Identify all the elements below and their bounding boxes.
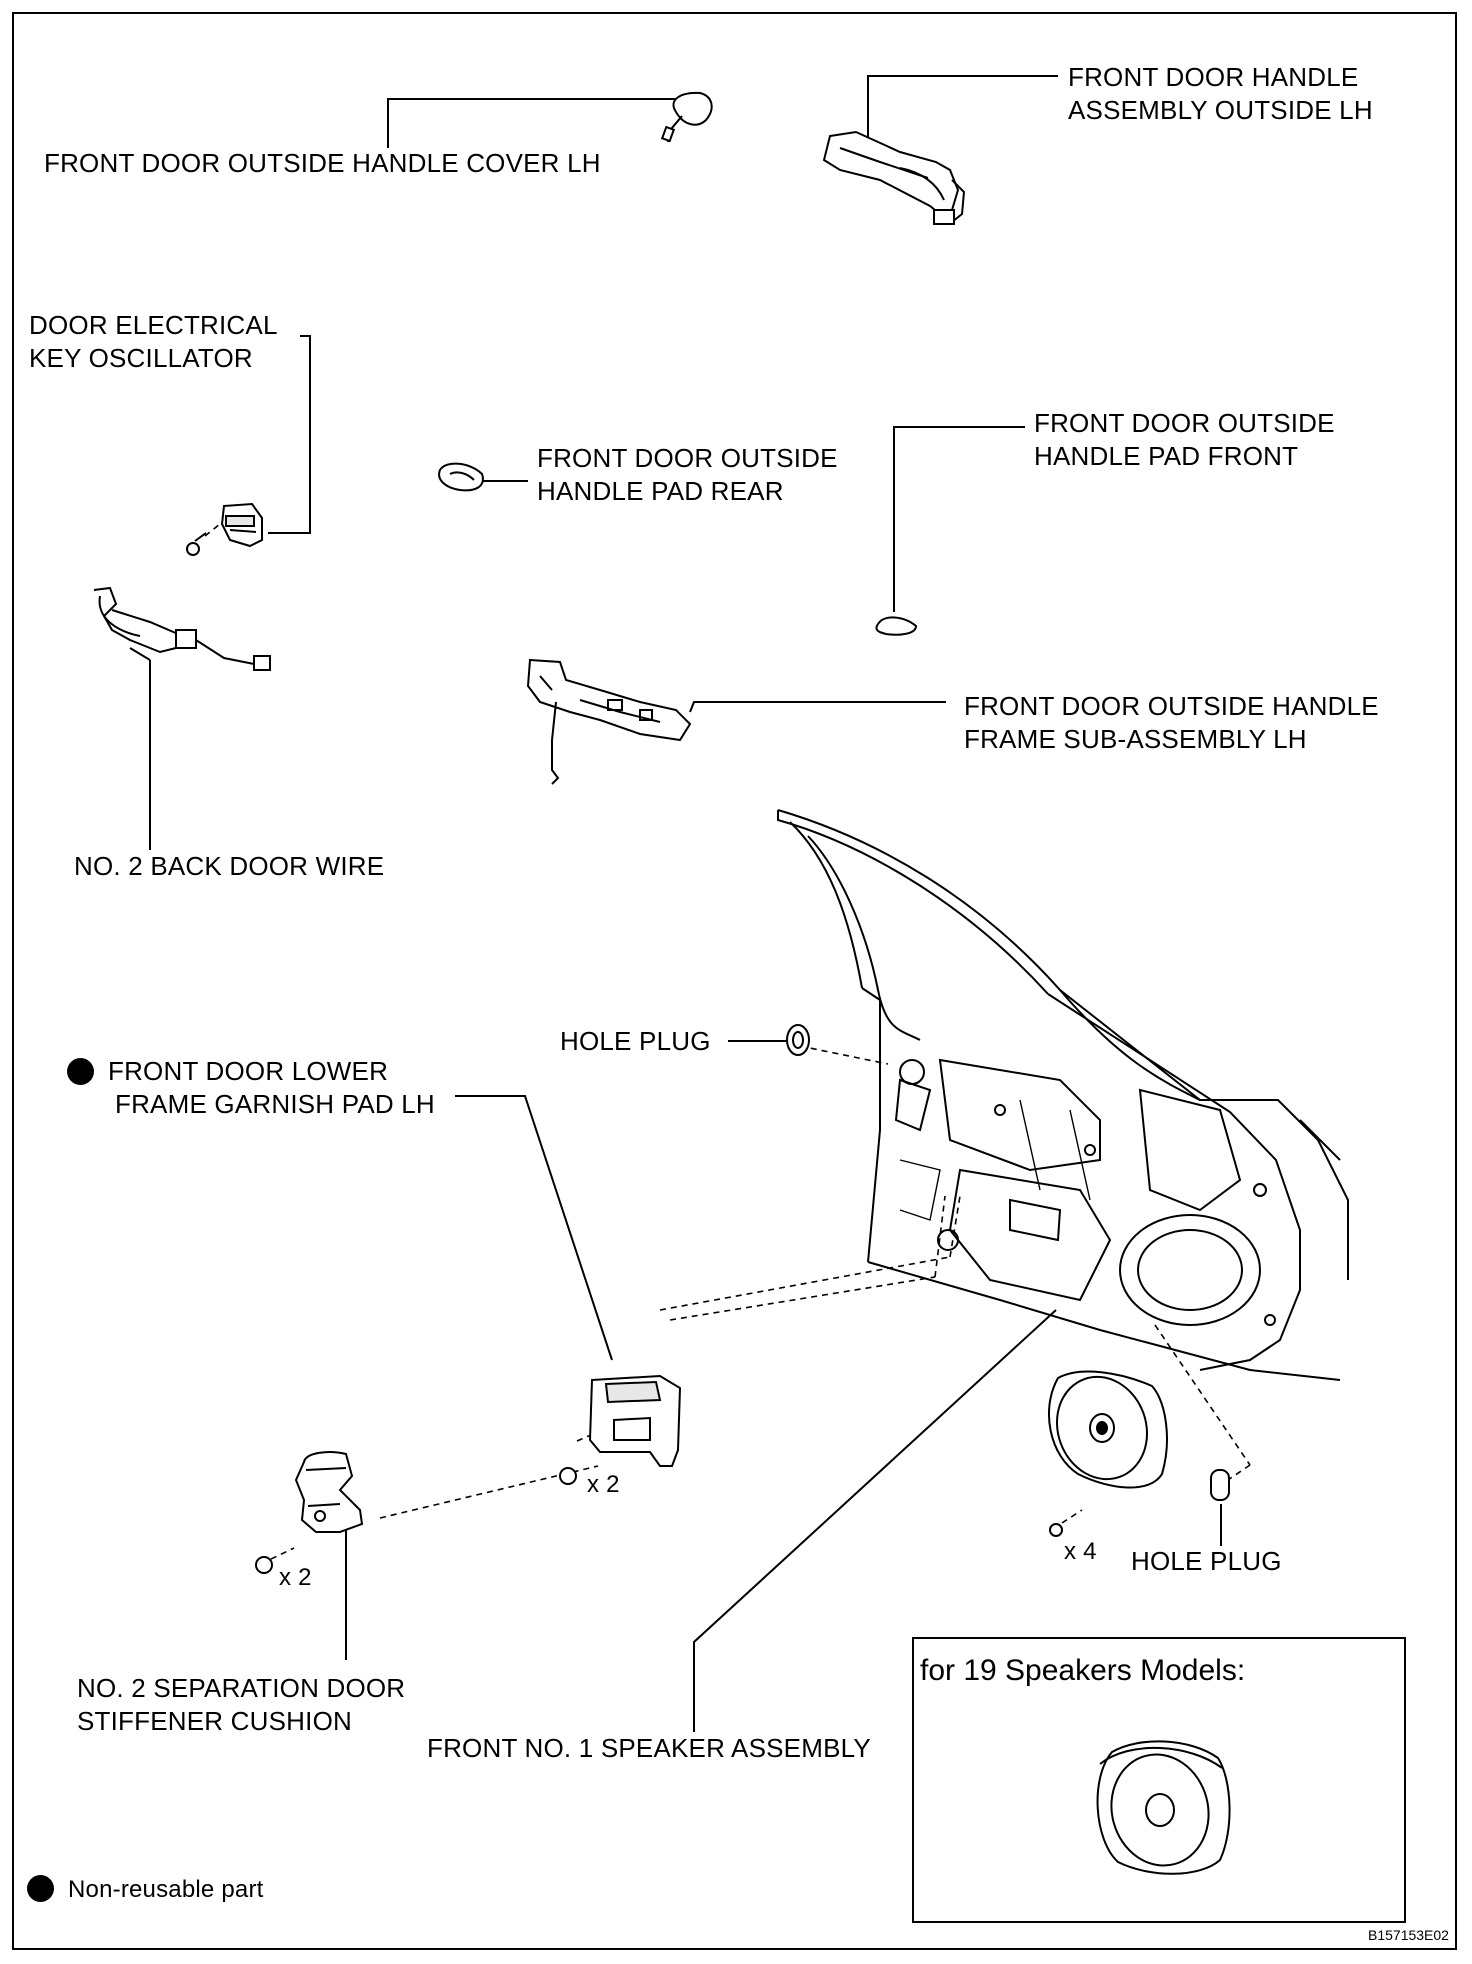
- legend-text: Non-reusable part: [68, 1876, 264, 1903]
- label-hole-plug-lower: HOLE PLUG: [1131, 1546, 1282, 1576]
- label-garnish-pad-text1: FRONT DOOR LOWER: [108, 1056, 389, 1086]
- label-cushion-line2: STIFFENER CUSHION: [77, 1706, 352, 1736]
- label-pad-rear-line2: HANDLE PAD REAR: [537, 476, 784, 506]
- label-pad-rear-line1: FRONT DOOR OUTSIDE: [537, 443, 838, 473]
- label-key-oscillator-line2: KEY OSCILLATOR: [29, 343, 253, 373]
- speaker-part: [1047, 1370, 1168, 1537]
- door-panel-part: [777, 809, 1349, 1381]
- garnish-pad-part: [559, 1374, 682, 1485]
- pad-rear-part: [438, 462, 484, 492]
- label-qty-x2-garnish: x 2: [587, 1471, 620, 1498]
- label-key-oscillator-line1: DOOR ELECTRICAL: [29, 310, 278, 340]
- label-frame-sub-line1: FRONT DOOR OUTSIDE HANDLE: [964, 691, 1379, 721]
- label-pad-front-line1: FRONT DOOR OUTSIDE: [1034, 408, 1335, 438]
- label-qty-x4-speaker: x 4: [1064, 1538, 1097, 1565]
- handle-cover-part: [660, 91, 713, 143]
- hole-plug-upper-part: [786, 1024, 810, 1056]
- non-reusable-icon: [67, 1057, 94, 1085]
- key-oscillator-part: [186, 502, 263, 556]
- pad-front-part: [875, 616, 918, 636]
- legend: Non-reusable part: [27, 1873, 264, 1907]
- label-frame-sub-line2: FRAME SUB-ASSEMBLY LH: [964, 724, 1307, 754]
- inset-box: [912, 1637, 1406, 1923]
- back-door-wire-part: [93, 586, 271, 671]
- cushion-part: [255, 1451, 364, 1574]
- label-handle-assembly-line2: ASSEMBLY OUTSIDE LH: [1068, 95, 1373, 125]
- install-paths: [204, 519, 1251, 1560]
- label-speaker: FRONT NO. 1 SPEAKER ASSEMBLY: [427, 1733, 871, 1763]
- label-garnish-pad-line1: FRONT DOOR LOWER: [67, 1054, 388, 1088]
- label-pad-front-line2: HANDLE PAD FRONT: [1034, 441, 1299, 471]
- label-back-door-wire: NO. 2 BACK DOOR WIRE: [74, 851, 385, 881]
- label-qty-x2-cushion: x 2: [279, 1564, 312, 1591]
- non-reusable-legend-icon: [27, 1875, 54, 1903]
- inset-title: for 19 Speakers Models:: [920, 1654, 1246, 1687]
- hole-plug-lower-part: [1210, 1469, 1230, 1501]
- label-garnish-pad-line2: FRAME GARNISH PAD LH: [115, 1089, 435, 1119]
- figure-code: B157153E02: [1368, 1927, 1449, 1943]
- handle-frame-part: [526, 658, 692, 785]
- label-hole-plug-upper: HOLE PLUG: [560, 1026, 711, 1056]
- label-handle-cover: FRONT DOOR OUTSIDE HANDLE COVER LH: [44, 148, 601, 178]
- handle-assembly-part: [822, 130, 966, 225]
- label-cushion-line1: NO. 2 SEPARATION DOOR: [77, 1673, 406, 1703]
- inset-speaker-part: [1096, 1740, 1231, 1875]
- label-handle-assembly-line1: FRONT DOOR HANDLE: [1068, 62, 1359, 92]
- diagram-border: [12, 12, 1457, 1950]
